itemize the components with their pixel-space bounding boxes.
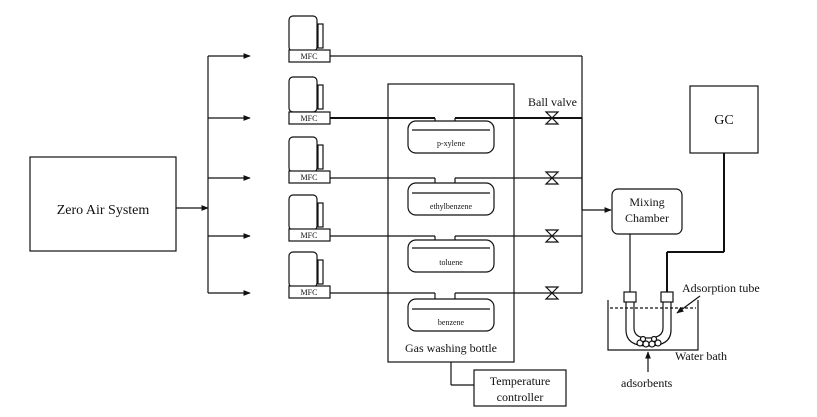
bottle-ethylbenzene: ethylbenzene: [407, 182, 495, 216]
water-bath-vessel: [607, 300, 699, 351]
mfc-unit: [288, 194, 318, 231]
mixing-chamber-label-2: Chamber: [625, 211, 669, 225]
mfc-unit: [288, 15, 318, 52]
gas-washing-label: Gas washing bottle: [405, 341, 497, 355]
bottle-p-xylene: p-xylene: [407, 120, 495, 154]
mixing-chamber-label: Mixing: [629, 195, 664, 209]
adsorbents-beads: [636, 335, 662, 348]
mfc-row-2: MFC: [208, 76, 582, 130]
mfc-row-4: MFC: [208, 194, 582, 246]
mfc-label: MFC: [301, 231, 318, 240]
bottle-toluene: toluene: [407, 239, 495, 273]
zero-air-system-label: Zero Air System: [57, 203, 150, 218]
mfc-unit: [288, 136, 318, 173]
gc-label: GC: [714, 113, 733, 128]
mfc-label: MFC: [301, 114, 318, 123]
mfc-row-1: MFC: [208, 15, 583, 210]
mfc-base: [288, 228, 331, 242]
adsorption-tube: [623, 291, 674, 347]
bottle-label: p-xylene: [437, 139, 465, 148]
mfc-row-5: MFC: [208, 251, 582, 307]
bottle-label: toluene: [439, 258, 463, 267]
mfc-unit: [288, 76, 318, 113]
zero-air-system-box: [29, 156, 177, 252]
ball-valve-icon: [544, 171, 560, 185]
mixing-chamber-box: [611, 188, 683, 235]
mfc-base: [288, 285, 331, 299]
mfc-row-3: MFC: [208, 136, 582, 190]
adsorbents-label: adsorbents: [621, 376, 673, 390]
ball-valve-icon: [544, 111, 560, 125]
temperature-controller-label-2: controller: [497, 390, 544, 404]
temperature-controller-label: Temperature: [490, 374, 550, 388]
mfc-base: [288, 170, 331, 184]
gc-box: [689, 85, 759, 154]
water-bath-label: Water bath: [675, 349, 727, 363]
adsorption-tube-label: Adsorption tube: [682, 281, 760, 295]
mfc-label: MFC: [301, 173, 318, 182]
bottle-label: ethylbenzene: [430, 202, 473, 211]
mfc-unit: [288, 251, 318, 288]
ball-valve-label: Ball valve: [528, 95, 577, 109]
ball-valve-icon: [544, 286, 560, 300]
temperature-controller-box: [473, 369, 567, 407]
bottle-label: benzene: [438, 318, 465, 327]
ball-valve-icon: [544, 229, 560, 243]
mfc-label: MFC: [301, 52, 318, 61]
mfc-label: MFC: [301, 288, 318, 297]
bottle-benzene: benzene: [407, 298, 495, 332]
